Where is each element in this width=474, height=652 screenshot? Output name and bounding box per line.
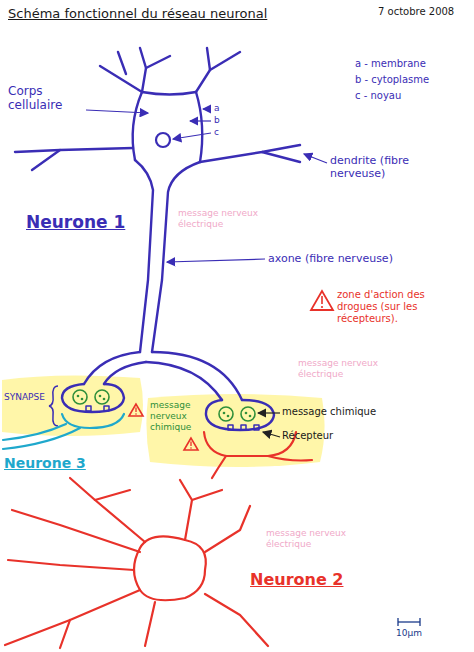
part-label: message chimique xyxy=(282,406,402,418)
warning-note: zone d'action des drogues (sur les récep… xyxy=(337,289,465,325)
signal-note: message nerveux électrique xyxy=(298,358,390,380)
title: Schéma fonctionnel du réseau neuronal xyxy=(8,6,388,22)
neuron-name: Neurone 1 xyxy=(26,212,146,232)
scale-bar xyxy=(398,618,420,626)
scale-label: 10µm xyxy=(396,628,446,639)
callout-letter: c xyxy=(214,127,228,138)
neuron-three xyxy=(3,414,124,449)
callout-letter: b xyxy=(214,115,228,126)
signal-note: message nerveux chimique xyxy=(150,400,202,432)
part-label: dendrite (fibre nerveuse) xyxy=(330,154,444,180)
leader-lines xyxy=(258,413,280,437)
nucleus xyxy=(156,133,170,147)
date: 7 octobre 2008 xyxy=(378,6,470,18)
neuron-name: Neurone 2 xyxy=(250,570,360,589)
bracket xyxy=(49,386,58,426)
legend-text: c - noyau xyxy=(355,90,467,102)
part-label: SYNAPSE xyxy=(4,392,50,403)
signal-note: message nerveux électrique xyxy=(266,528,358,550)
part-label: axone (fibre nerveuse) xyxy=(268,252,448,265)
legend-text: b - cytoplasme xyxy=(355,74,467,86)
part-label: Corps cellulaire xyxy=(8,84,84,113)
synapse-highlight xyxy=(2,375,143,436)
signal-note: message nerveux électrique xyxy=(178,208,270,230)
neuron-name: Neurone 3 xyxy=(4,455,104,472)
legend-text: a - membrane xyxy=(355,58,467,70)
callout-letter: a xyxy=(214,103,228,114)
neuron-two xyxy=(5,432,312,648)
leader-lines xyxy=(86,109,327,262)
part-label: Récepteur xyxy=(282,430,372,442)
